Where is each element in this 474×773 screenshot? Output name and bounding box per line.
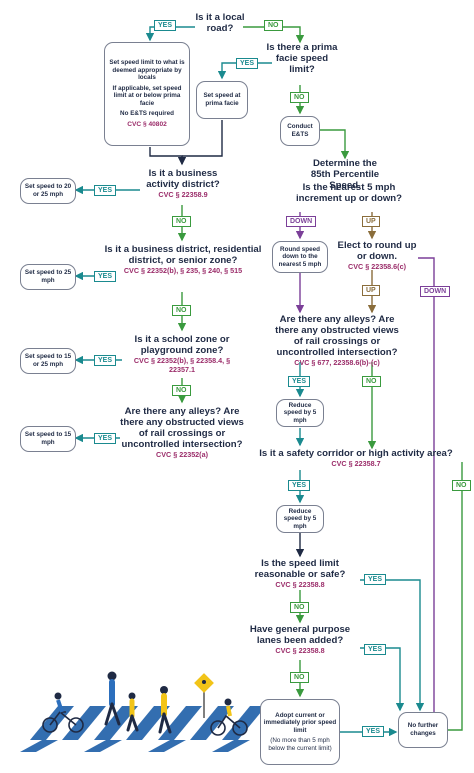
box-text: Set speed to 20 or 25 mph (24, 183, 72, 198)
label-up: UP (362, 285, 380, 296)
label-no: NO (290, 672, 309, 683)
cvc-code: CVC § 22352(a) (156, 450, 208, 459)
decision-text: Have general purpose lanes been added? (249, 624, 351, 646)
decision-text: Is it a local road? (195, 12, 245, 34)
cvc-code: CVC § 40802 (127, 121, 167, 129)
box-line: Adopt current or immediately prior speed… (263, 711, 337, 734)
box-text: Set speed at prima facie (203, 92, 241, 107)
decision-text: Is it a business activity district? (146, 168, 220, 190)
decision-school-zone: Is it a school zone or playground zone?C… (122, 334, 242, 374)
box-text: Reduce speed by 5 mph (283, 401, 317, 424)
box-text: Reduce speed by 5 mph (283, 507, 317, 530)
box-line: (No more than 5 mph below the current li… (268, 737, 332, 752)
box-text: Conduct E&TS (287, 123, 313, 138)
label-yes: YES (288, 480, 311, 491)
label-yes: YES (364, 644, 387, 655)
label-no: NO (264, 20, 283, 31)
cvc-code: CVC § 22358.6(c) (348, 262, 406, 271)
box-text: Set speed to 25 mph (24, 269, 72, 284)
box-text: Round speed down to the nearest 5 mph (278, 245, 322, 268)
decision-elect-round: Elect to round up or down.CVC § 22358.6(… (336, 240, 418, 271)
decision-text: Is the nearest 5 mph increment up or dow… (295, 182, 403, 204)
decision-text: Determine the 85th Percentile Speed. (310, 158, 380, 191)
bicycle-icon (42, 692, 248, 736)
box-line: If applicable, set speed limit at or bel… (112, 84, 182, 107)
label-no: NO (290, 602, 309, 613)
label-no: NO (362, 376, 381, 387)
decision-business-residential-senior: Is it a business district, residential d… (100, 244, 266, 275)
box-round-down: Round speed down to the nearest 5 mph (272, 241, 328, 273)
box-reduce-2: Reduce speed by 5 mph (276, 505, 324, 533)
box-text: No further changes (407, 722, 439, 737)
label-no: NO (172, 216, 191, 227)
decision-safety-corridor: Is it a safety corridor or high activity… (240, 448, 472, 468)
label-yes: YES (94, 185, 117, 196)
cvc-code: CVC § 677, 22358.6(b)-(c) (294, 358, 380, 367)
cvc-code: CVC § 22358.9 (158, 190, 208, 199)
label-yes: YES (236, 58, 259, 69)
decision-general-lanes: Have general purpose lanes been added?CV… (248, 624, 352, 655)
label-yes: YES (94, 271, 117, 282)
box-no-further: No further changes (398, 712, 448, 748)
label-yes: YES (364, 574, 387, 585)
decision-alleys-right: Are there any alleys? Are there any obst… (272, 314, 402, 367)
box-reduce-1: Reduce speed by 5 mph (276, 399, 324, 427)
box-line: No E&TS required (120, 110, 174, 118)
label-no: NO (452, 480, 471, 491)
box-set-15: Set speed to 15 mph (20, 426, 76, 452)
cvc-code: CVC § 22358.8 (275, 580, 325, 589)
label-up: UP (362, 216, 380, 227)
box-set-locals: Set speed limit to what is deemed approp… (104, 42, 190, 146)
box-set-prima-facie: Set speed at prima facie (196, 81, 248, 119)
label-no: NO (290, 92, 309, 103)
box-line: Set speed limit to what is deemed approp… (109, 58, 185, 82)
label-down: DOWN (420, 286, 451, 297)
decision-text: Is the speed limit reasonable or safe? (254, 558, 346, 580)
decision-text: Is it a safety corridor or high activity… (259, 448, 453, 459)
label-no: NO (172, 385, 191, 396)
decision-reasonable-safe: Is the speed limit reasonable or safe?CV… (252, 558, 348, 589)
decision-text: Is it a business district, residential d… (104, 244, 262, 266)
decision-local-road: Is it a local road? (195, 12, 245, 34)
cvc-code: CVC § 22358.7 (331, 459, 381, 468)
box-set-15-25: Set speed to 15 or 25 mph (20, 348, 76, 374)
label-yes: YES (362, 726, 385, 737)
box-adopt: Adopt current or immediately prior speed… (260, 699, 340, 765)
decision-alleys-left: Are there any alleys? Are there any obst… (118, 406, 246, 459)
box-conduct-ets: Conduct E&TS (280, 116, 320, 146)
label-yes: YES (94, 355, 117, 366)
decision-nearest-5mph: Is the nearest 5 mph increment up or dow… (290, 182, 408, 204)
box-set-20-25: Set speed to 20 or 25 mph (20, 178, 76, 204)
box-text: Set speed to 15 or 25 mph (24, 353, 72, 368)
decision-text: Is there a prima facie speed limit? (266, 42, 338, 75)
crosswalk-illustration (20, 671, 266, 752)
cvc-code: CVC § 22358.8 (275, 646, 325, 655)
decision-prima-facie: Is there a prima facie speed limit? (266, 42, 338, 75)
label-no: NO (172, 305, 191, 316)
label-yes: YES (94, 433, 117, 444)
decision-text: Are there any alleys? Are there any obst… (275, 314, 399, 358)
cvc-code: CVC § 22352(b), § 22358.4, § 22357.1 (133, 356, 231, 374)
cvc-code: CVC § 22352(b), § 235, § 240, § 515 (123, 266, 243, 275)
decision-text: Is it a school zone or playground zone? (134, 334, 230, 356)
decision-business-activity: Is it a business activity district?CVC §… (140, 168, 226, 199)
label-down: DOWN (286, 216, 317, 227)
box-text: Set speed to 15 mph (24, 431, 72, 446)
label-yes: YES (288, 376, 311, 387)
box-set-25: Set speed to 25 mph (20, 264, 76, 290)
decision-text: Elect to round up or down. (337, 240, 417, 262)
person-icon (104, 671, 172, 734)
label-yes: YES (154, 20, 177, 31)
decision-text: Are there any alleys? Are there any obst… (120, 406, 244, 450)
decision-determine-85th: Determine the 85th Percentile Speed. (308, 158, 382, 191)
